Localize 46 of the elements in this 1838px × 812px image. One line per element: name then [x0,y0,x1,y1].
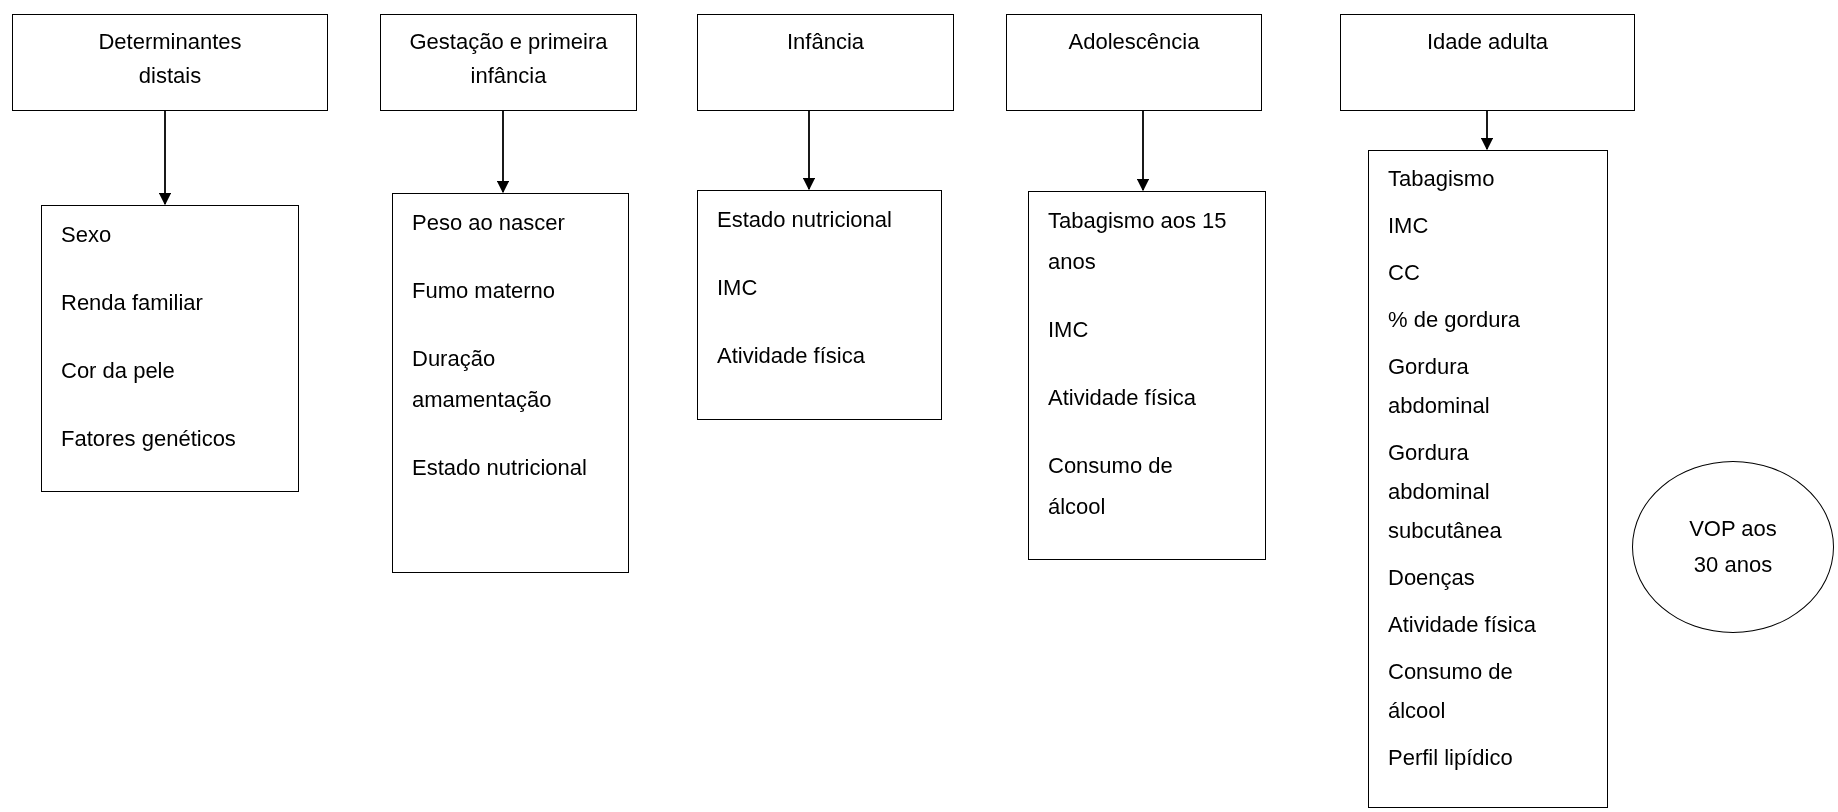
factor-item: Renda familiar [61,289,203,317]
factor-list-box [1028,191,1266,560]
factor-item: Perfil lipídico [1388,744,1513,772]
factor-item: IMC [1388,212,1429,240]
stage-title: Infância [786,28,865,56]
arrow [1480,110,1494,151]
arrow [158,110,172,206]
stage-title: Gestação e primeira infância [408,28,609,90]
factor-item: Consumo de álcool [1388,658,1514,725]
stage-title: Idade adulta [1426,28,1549,56]
factor-item: Atividade física [1048,384,1196,412]
factor-item: Doenças [1388,564,1475,592]
arrow [496,110,510,194]
factor-list-box [1368,150,1608,808]
factor-item: Estado nutricional [717,206,892,234]
factor-item: CC [1388,259,1420,287]
factor-item: IMC [1048,316,1089,344]
factor-item: Duração amamentação [412,345,553,414]
factor-item: Fatores genéticos [61,425,236,453]
stage-box [697,14,954,111]
arrow [802,110,816,191]
factor-item: Cor da pele [61,357,175,385]
stage-box [1006,14,1262,111]
arrow [1136,110,1150,192]
factor-item: Peso ao nascer [412,209,565,237]
factor-list-box [41,205,299,492]
factor-item: Gordura abdominal [1388,353,1491,420]
factor-item: IMC [717,274,758,302]
factor-list-box [697,190,942,420]
factor-item: Tabagismo aos 15 anos [1048,207,1228,276]
factor-item: Atividade física [1388,611,1536,639]
factor-item: Fumo materno [412,277,556,305]
stage-box [1340,14,1635,111]
stage-title: Adolescência [1068,28,1200,56]
factor-item: % de gordura [1388,306,1521,334]
factor-item: Tabagismo [1388,165,1495,193]
stage-box [380,14,637,111]
stage-title: Determinantes distais [97,28,243,90]
factor-item: Consumo de álcool [1048,452,1174,521]
factor-list-box [392,193,629,573]
factor-item: Atividade física [717,342,865,370]
outcome-label: VOP aos 30 anos [1688,515,1778,579]
stage-box [12,14,328,111]
factor-item: Gordura abdominal subcutânea [1388,439,1503,545]
factor-item: Estado nutricional [412,454,587,482]
factor-item: Sexo [61,221,112,249]
